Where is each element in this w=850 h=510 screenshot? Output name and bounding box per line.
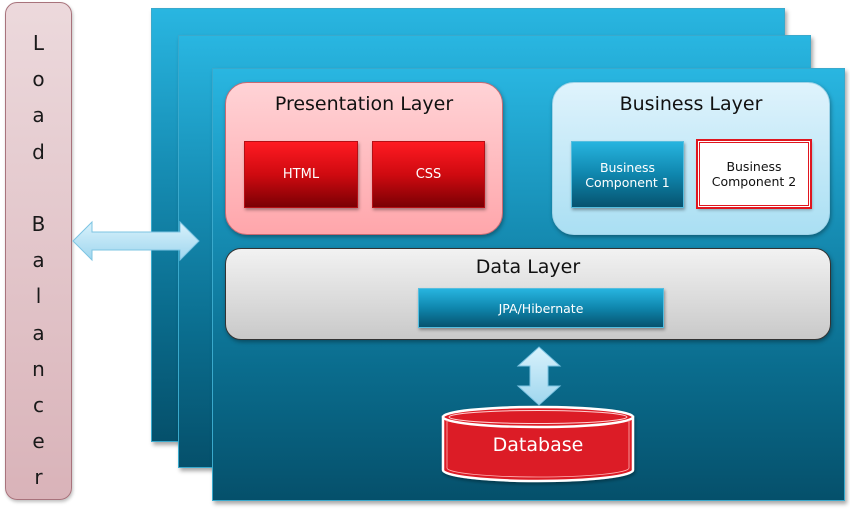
html-component: HTML: [244, 141, 358, 208]
business-component-2: Business Component 2: [696, 139, 812, 209]
business-component-1-line2: Component 1: [585, 174, 670, 190]
html-component-label: HTML: [282, 167, 320, 182]
data-layer-title: Data Layer: [475, 256, 581, 278]
business-component-2-line2: Component 2: [711, 174, 797, 189]
presentation-layer-title: Presentation Layer: [274, 93, 454, 115]
lb-letter: a: [32, 103, 45, 128]
load-balancer-label: L o a d B a l a n c e r: [6, 25, 71, 495]
lb-letter: e: [32, 429, 45, 454]
business-component-1: Business Component 1: [571, 141, 684, 208]
lb-letter: B: [31, 211, 46, 236]
jpa-hibernate-label: JPA/Hibernate: [498, 300, 584, 316]
css-component: CSS: [372, 141, 485, 208]
lb-letter: l: [35, 284, 42, 309]
jpa-hibernate-component: JPA/Hibernate: [418, 288, 664, 328]
lb-letter: c: [33, 392, 44, 417]
lb-letter: n: [32, 356, 45, 381]
business-component-2-line1: Business: [726, 159, 782, 174]
lb-letter: r: [34, 465, 43, 490]
lb-letter: o: [32, 67, 45, 92]
business-layer-title: Business Layer: [619, 93, 763, 115]
database-label: Database: [492, 434, 584, 456]
lb-letter: a: [32, 248, 45, 273]
lb-letter: L: [32, 31, 45, 55]
lb-letter: d: [32, 139, 45, 164]
css-component-label: CSS: [415, 167, 442, 182]
business-component-1-line1: Business: [599, 159, 656, 175]
lb-letter: a: [32, 320, 45, 345]
load-balancer: L o a d B a l a n c e r: [5, 2, 72, 500]
